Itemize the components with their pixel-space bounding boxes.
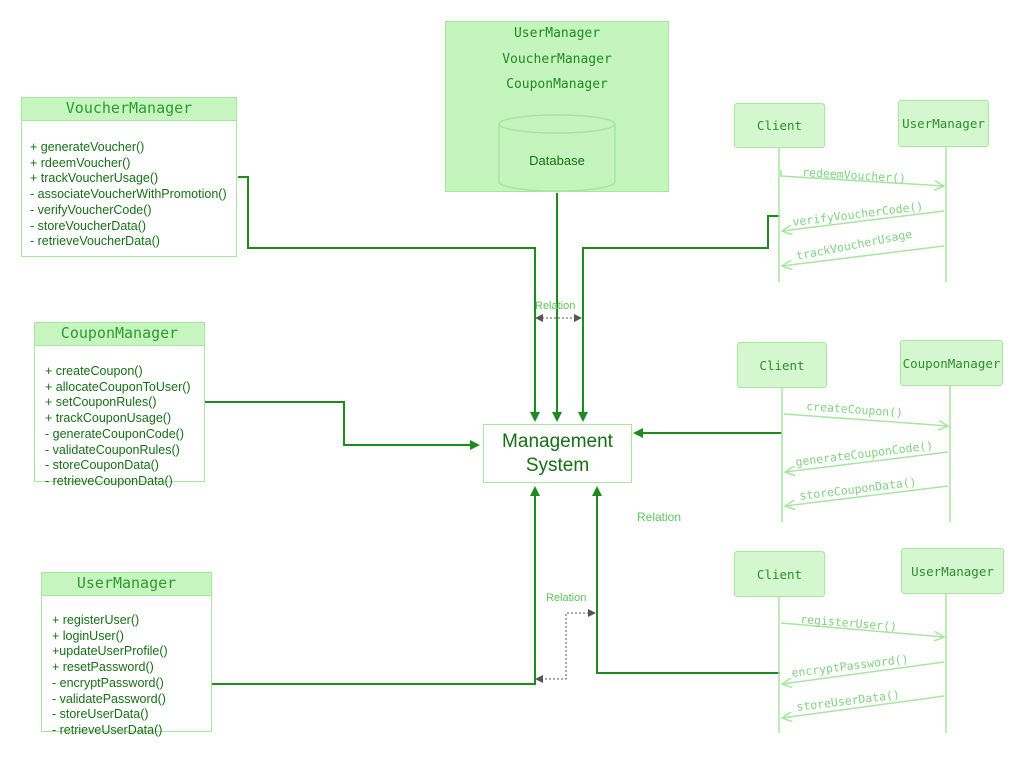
lifeline-client[interactable]: Client bbox=[737, 342, 827, 388]
method-item: - encryptPassword() bbox=[52, 675, 164, 690]
voucher-sequence-messages: redeemVoucher() verifyVoucherCode() trac… bbox=[780, 165, 945, 266]
management-system-line2: System bbox=[525, 454, 590, 476]
voucher-sequence-to-management-arrow bbox=[578, 215, 780, 422]
database-block-label: CouponManager bbox=[506, 77, 608, 92]
method-item: - associateVoucherWithPromotion() bbox=[30, 187, 227, 202]
message-label: storeCouponData() bbox=[799, 475, 918, 503]
top-relation-left-head bbox=[535, 314, 543, 322]
message-arrow bbox=[780, 622, 944, 637]
user-to-management-arrow bbox=[212, 486, 540, 685]
message-label: encryptPassword() bbox=[791, 652, 910, 680]
method-item: - storeUserData() bbox=[52, 707, 149, 722]
method-item: + rdeemVoucher() bbox=[30, 155, 131, 170]
message-arrow bbox=[782, 210, 945, 231]
method-item: - generateCouponCode() bbox=[45, 426, 184, 441]
database-cylinder-icon bbox=[498, 114, 616, 192]
method-item: + resetPassword() bbox=[52, 660, 154, 675]
method-item: + generateVoucher() bbox=[30, 140, 145, 154]
database-block-label: VoucherManager bbox=[502, 52, 612, 67]
management-system-line1: Management bbox=[502, 430, 613, 452]
method-item: - validatePassword() bbox=[52, 691, 166, 706]
relation-label-bottom: Relation bbox=[546, 592, 587, 604]
database-block-label: UserManager bbox=[513, 26, 601, 41]
method-list: + createCoupon()+ allocateCouponToUser()… bbox=[35, 364, 204, 490]
method-item: + setCouponRules() bbox=[45, 395, 157, 410]
message-arrow bbox=[782, 245, 945, 266]
management-system-box[interactable]: Management System bbox=[483, 424, 632, 483]
database-label: Database bbox=[529, 153, 585, 168]
message-arrow bbox=[782, 695, 945, 718]
lifeline-user-manager[interactable]: UserManager bbox=[901, 548, 1004, 594]
bottom-relation-left-head bbox=[535, 675, 543, 683]
relation-label-middle: Relation bbox=[637, 510, 682, 524]
method-item: - retrieveUserData() bbox=[52, 722, 163, 737]
method-item: + registerUser() bbox=[52, 613, 140, 627]
message-label: verifyVoucherCode() bbox=[792, 199, 924, 229]
method-list: + registerUser()+ loginUser()+updateUser… bbox=[42, 613, 211, 739]
class-title: UserManager bbox=[42, 573, 211, 596]
user-sequence-messages: registerUser() encryptPassword() storeUs… bbox=[781, 612, 944, 718]
method-item: +updateUserProfile() bbox=[52, 644, 168, 659]
lifeline-client[interactable]: Client bbox=[734, 103, 825, 148]
method-item: + createCoupon() bbox=[45, 364, 143, 378]
database-block[interactable]: UserManager VoucherManager CouponManager… bbox=[445, 21, 669, 192]
lifeline-user-manager[interactable]: UserManager bbox=[898, 100, 989, 147]
voucher-to-management-arrow bbox=[238, 176, 540, 422]
class-title: CouponManager bbox=[35, 323, 204, 346]
coupon-sequence-messages: createCoupon() generateCouponCode() stor… bbox=[784, 399, 948, 506]
method-item: - storeVoucherData() bbox=[30, 218, 147, 233]
message-arrow bbox=[785, 485, 949, 506]
method-item: - storeCouponData() bbox=[45, 458, 159, 473]
message-label: registerUser() bbox=[800, 612, 898, 634]
coupon-sequence-lifelines bbox=[781, 386, 951, 522]
user-manager-class[interactable]: UserManager + registerUser()+ loginUser(… bbox=[41, 572, 212, 737]
message-label: createCoupon() bbox=[806, 399, 904, 420]
user-sequence-lifelines bbox=[778, 594, 947, 733]
message-arrow bbox=[782, 661, 945, 684]
method-item: - verifyVoucherCode() bbox=[30, 202, 152, 217]
method-item: + loginUser() bbox=[52, 628, 124, 643]
message-arrow bbox=[783, 413, 948, 426]
lifeline-client[interactable]: Client bbox=[734, 551, 825, 597]
message-label: generateCouponCode() bbox=[795, 438, 934, 469]
method-item: - validateCouponRules() bbox=[45, 442, 180, 457]
method-item: + trackVoucherUsage() bbox=[30, 171, 159, 186]
message-label: storeUserData() bbox=[796, 687, 901, 714]
user-sequence-to-management-arrow bbox=[592, 486, 780, 674]
method-item: + trackCouponUsage() bbox=[45, 411, 172, 426]
coupon-manager-class[interactable]: CouponManager + createCoupon()+ allocate… bbox=[34, 322, 205, 488]
method-item: - retrieveVoucherData() bbox=[30, 234, 160, 249]
bottom-relation-right-head bbox=[588, 609, 596, 617]
voucher-manager-class[interactable]: VoucherManager + generateVoucher()+ rdee… bbox=[21, 97, 237, 257]
voucher-sequence-lifelines bbox=[778, 147, 947, 282]
method-list: + generateVoucher()+ rdeemVoucher()+ tra… bbox=[22, 140, 236, 250]
top-relation-right-head bbox=[574, 314, 582, 322]
bottom-relation-dotted-line bbox=[541, 612, 590, 680]
class-title: VoucherManager bbox=[22, 98, 236, 121]
relation-label-top: Relation bbox=[535, 300, 576, 312]
message-arrow bbox=[780, 170, 944, 186]
message-arrow bbox=[785, 451, 949, 472]
coupon-to-management-arrow bbox=[205, 401, 480, 450]
method-item: + allocateCouponToUser() bbox=[45, 379, 191, 394]
message-label: redeemVoucher() bbox=[802, 165, 907, 185]
lifeline-coupon-manager[interactable]: CouponManager bbox=[900, 340, 1003, 386]
method-item: - retrieveCouponData() bbox=[45, 473, 173, 488]
